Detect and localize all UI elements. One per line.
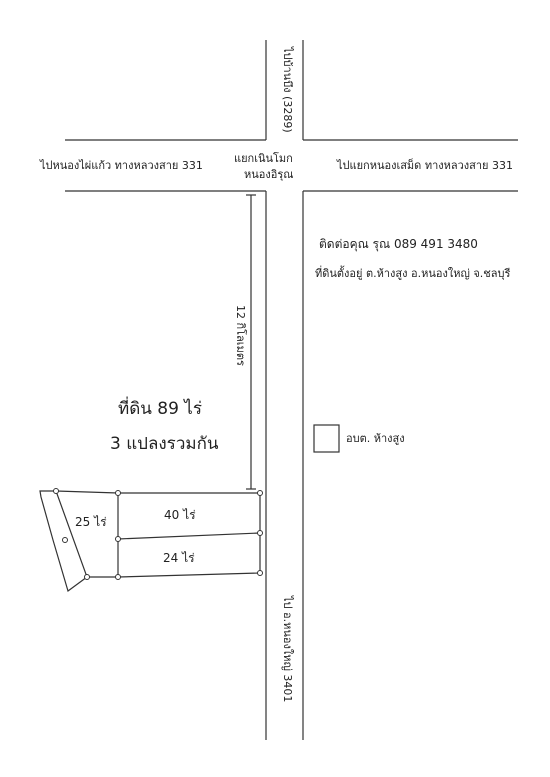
survey-point [257, 490, 263, 496]
plot-40-label: 40 ไร่ [164, 508, 196, 522]
land-subheadline: 3 แปลงรวมกัน [110, 434, 219, 454]
survey-point [115, 536, 121, 542]
north-road-label: ไปบ้านบึง (3289) [281, 47, 294, 133]
land-headline: ที่ดิน 89 ไร่ [118, 399, 202, 419]
plot-25-label: 25 ไร่ [75, 515, 107, 529]
survey-point [115, 574, 121, 580]
landmark-label: อบต. ห้างสูง [346, 432, 405, 445]
plot-24-bottom [117, 572, 261, 578]
survey-point [257, 570, 263, 576]
location-info: ที่ดินตั้งอยู่ ต.ห้างสูง อ.หนองใหญ่ จ.ชล… [315, 267, 511, 280]
plot-40-bottom [117, 532, 261, 540]
distance-label: 12 กิโลเมตร [234, 305, 247, 366]
landmark-box [313, 424, 340, 453]
survey-point [115, 490, 121, 496]
survey-point [53, 488, 59, 494]
survey-point [257, 530, 263, 536]
plot-24-label: 24 ไร่ [163, 551, 195, 565]
survey-point [62, 537, 68, 543]
contact-info: ติดต่อคุณ รุณ 089 491 3480 [319, 237, 478, 251]
junction-label-line2: หนองอิรุณ [244, 168, 294, 181]
west-road-label: ไปหนองไผ่แก้ว ทางหลวงสาย 331 [40, 159, 203, 172]
survey-point [84, 574, 90, 580]
south-road-label: ไป อ.หนองใหญ่ 3401 [281, 596, 294, 703]
east-road-label: ไปแยกหนองเสม็ด ทางหลวงสาย 331 [337, 159, 513, 172]
junction-label-line1: แยกเนินโมก [234, 152, 293, 165]
